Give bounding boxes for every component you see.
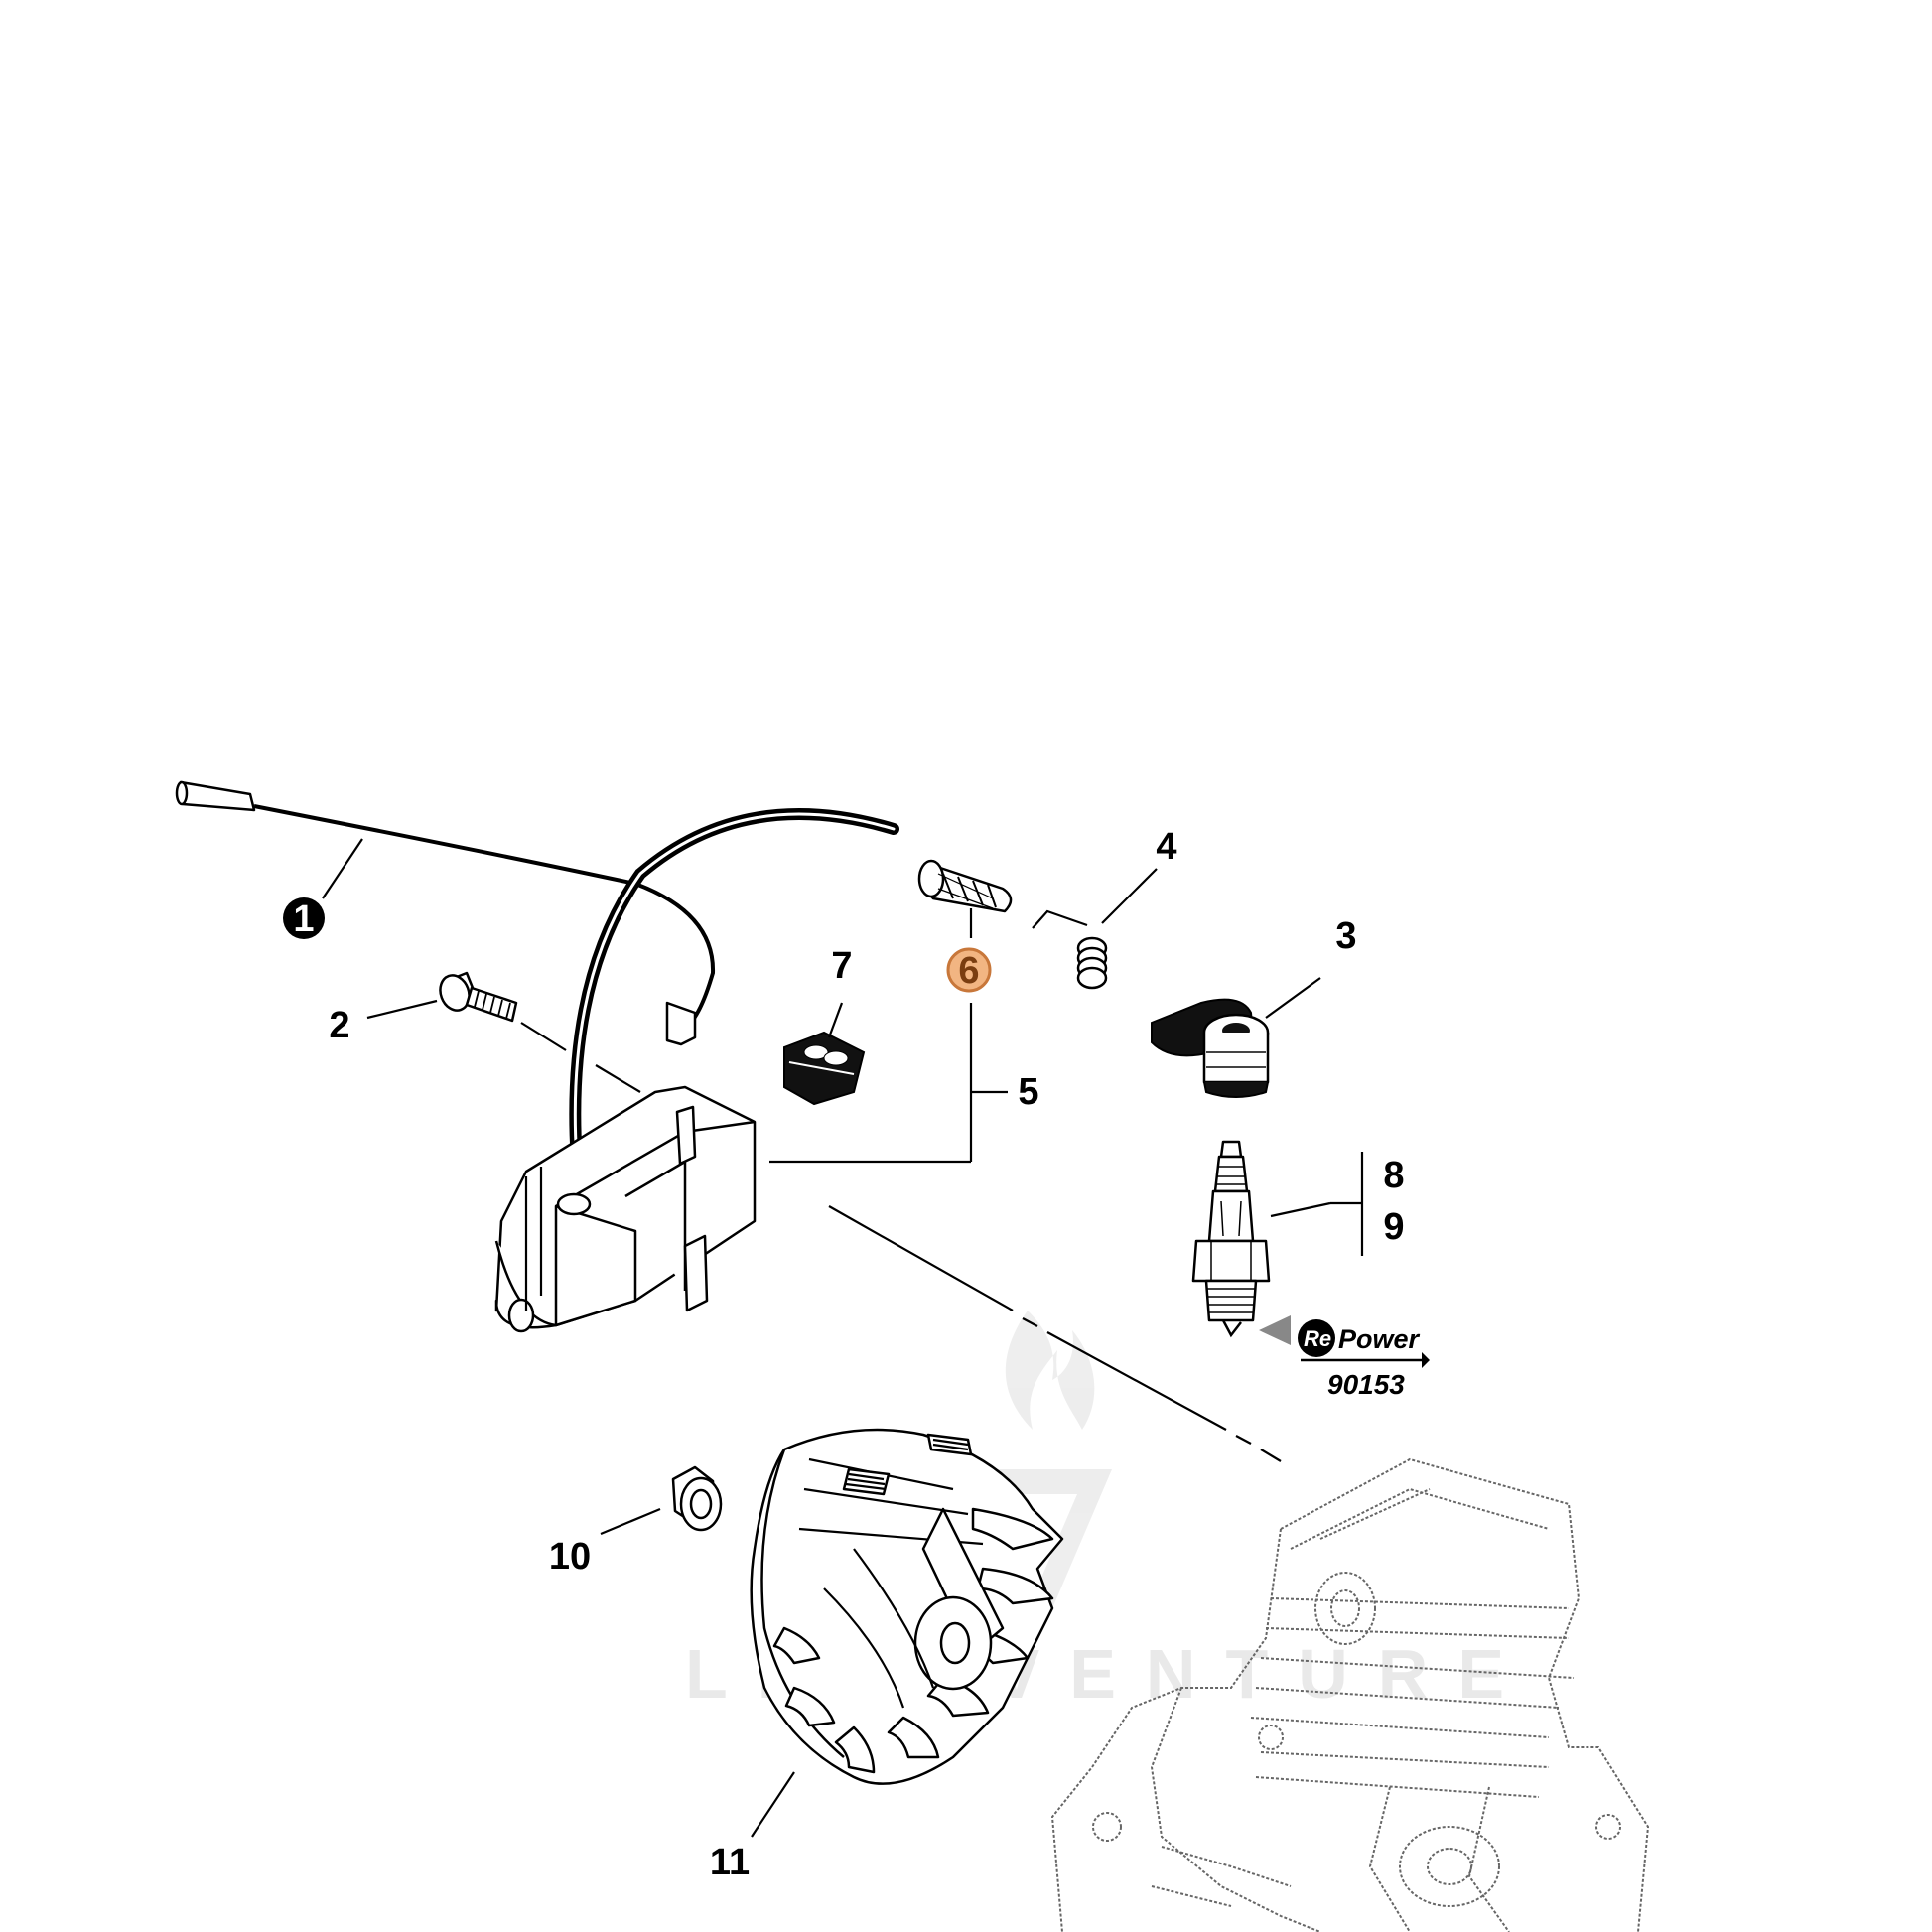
repower-logo-power: Power: [1338, 1324, 1421, 1354]
callout-7[interactable]: 7: [831, 945, 852, 987]
part-11-flywheel[interactable]: [750, 1428, 1064, 1785]
part-6-sleeve[interactable]: [917, 859, 1013, 913]
callout-10[interactable]: 10: [549, 1536, 591, 1578]
svg-text:1: 1: [293, 898, 314, 940]
callout-1[interactable]: 1: [283, 897, 325, 940]
repower-badge: Re Power 90153: [1259, 1315, 1430, 1400]
callout-2[interactable]: 2: [329, 1005, 349, 1046]
part-8-9-spark-plug[interactable]: [1191, 1140, 1271, 1338]
watermark-flame-logo: [993, 1311, 1112, 1608]
callout-3[interactable]: 3: [1335, 915, 1356, 957]
repower-logo-icon: [1298, 1319, 1335, 1357]
engine-block-outline: [1050, 1457, 1650, 1932]
part-2-screw[interactable]: [436, 971, 518, 1023]
callout-4[interactable]: 4: [1156, 826, 1176, 868]
part-3-plug-boot[interactable]: [1151, 998, 1270, 1098]
repower-logo-re: Re: [1304, 1326, 1331, 1351]
part-10-nut[interactable]: [671, 1465, 723, 1532]
part-4-spring[interactable]: [1032, 909, 1108, 990]
callout-8[interactable]: 8: [1383, 1155, 1404, 1196]
callout-5[interactable]: 5: [1018, 1071, 1038, 1113]
callout-labels: 1 2 3 4 5 6 7 8 9 10 11: [283, 826, 1405, 1883]
part-1-stop-wire[interactable]: [175, 780, 716, 1046]
part-7-grommet[interactable]: [783, 1031, 866, 1106]
callout-6[interactable]: 6: [946, 947, 992, 993]
leader-lines: [322, 838, 1364, 1838]
callout-11[interactable]: 11: [710, 1842, 750, 1883]
callout-9[interactable]: 9: [1383, 1206, 1404, 1248]
svg-text:6: 6: [958, 950, 979, 992]
part-5-ignition-coil[interactable]: [494, 808, 899, 1333]
repower-code: 90153: [1327, 1369, 1405, 1400]
